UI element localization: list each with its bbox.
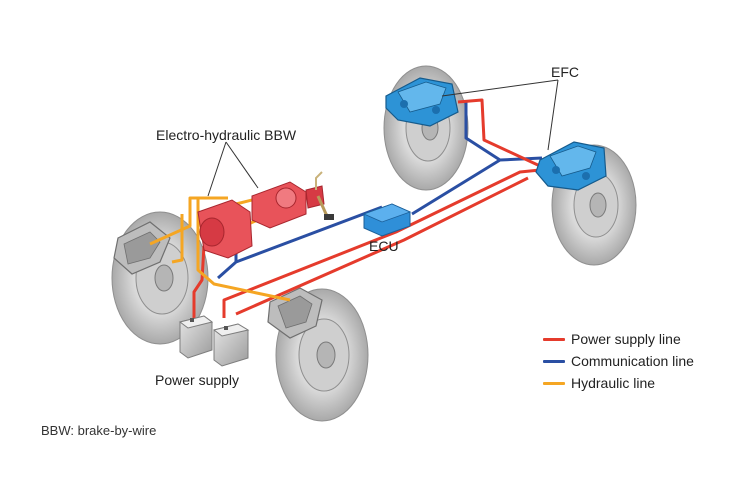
efc-label: EFC (551, 64, 579, 80)
legend-swatch-communication (543, 359, 565, 363)
legend-label-communication: Communication line (571, 353, 694, 369)
legend-label-power: Power supply line (571, 331, 681, 347)
footnote: BBW: brake-by-wire (41, 423, 157, 438)
legend: Power supply line Communication line Hyd… (543, 328, 694, 394)
power-supply-lines (192, 98, 541, 318)
ecu-label: ECU (369, 238, 399, 254)
legend-swatch-power (543, 337, 565, 341)
legend-item-communication: Communication line (543, 350, 694, 372)
legend-swatch-hydraulic (543, 381, 565, 385)
legend-item-power: Power supply line (543, 328, 694, 350)
left-caliper-rear (113, 221, 171, 275)
legend-item-hydraulic: Hydraulic line (543, 372, 694, 394)
ecu-box (362, 203, 412, 237)
battery-right (212, 323, 250, 367)
power-supply-label: Power supply (155, 372, 240, 388)
leader-lines (207, 79, 559, 197)
electro-hydraulic-bbw-unit (197, 171, 334, 259)
legend-label-hydraulic: Hydraulic line (571, 375, 656, 391)
efc-caliper-front (535, 141, 607, 191)
left-caliper-front (267, 287, 323, 339)
electro-hydraulic-bbw-label: Electro-hydraulic BBW (156, 127, 297, 143)
efc-caliper-rear (385, 77, 459, 127)
battery-left (178, 315, 214, 359)
